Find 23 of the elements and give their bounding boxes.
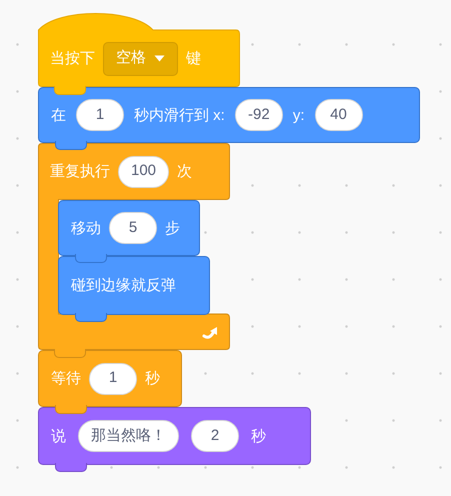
block-label: 秒内滑行到 x: [134, 108, 225, 122]
block-label: 秒 [251, 428, 266, 444]
block-label: 步 [165, 220, 180, 236]
block-label: 键 [186, 51, 201, 66]
block-label: 移动 [71, 220, 101, 236]
number-input-field: 1 [76, 99, 124, 131]
dropdown-menu [103, 42, 178, 76]
dropdown-text: 空格 [116, 48, 146, 68]
number-input-field: -92 [234, 99, 283, 131]
block-label: 重复执行 [50, 164, 110, 179]
number-input-field: 1 [89, 362, 137, 394]
number-input-field: 5 [109, 212, 157, 244]
number-input-field: 那当然咯！ [78, 420, 179, 452]
block-label: 秒 [145, 371, 160, 386]
block-label: 次 [177, 164, 192, 179]
block-label: 当按下 [50, 51, 95, 66]
block-label: 说 [51, 428, 66, 444]
block-label: 碰到边缘就反弹 [71, 278, 176, 293]
block-label: y: [292, 108, 305, 122]
number-input-field: 40 [314, 99, 363, 131]
block-label: 等待 [51, 371, 81, 386]
block-label: 在 [51, 108, 66, 122]
number-input-field: 2 [191, 420, 239, 452]
